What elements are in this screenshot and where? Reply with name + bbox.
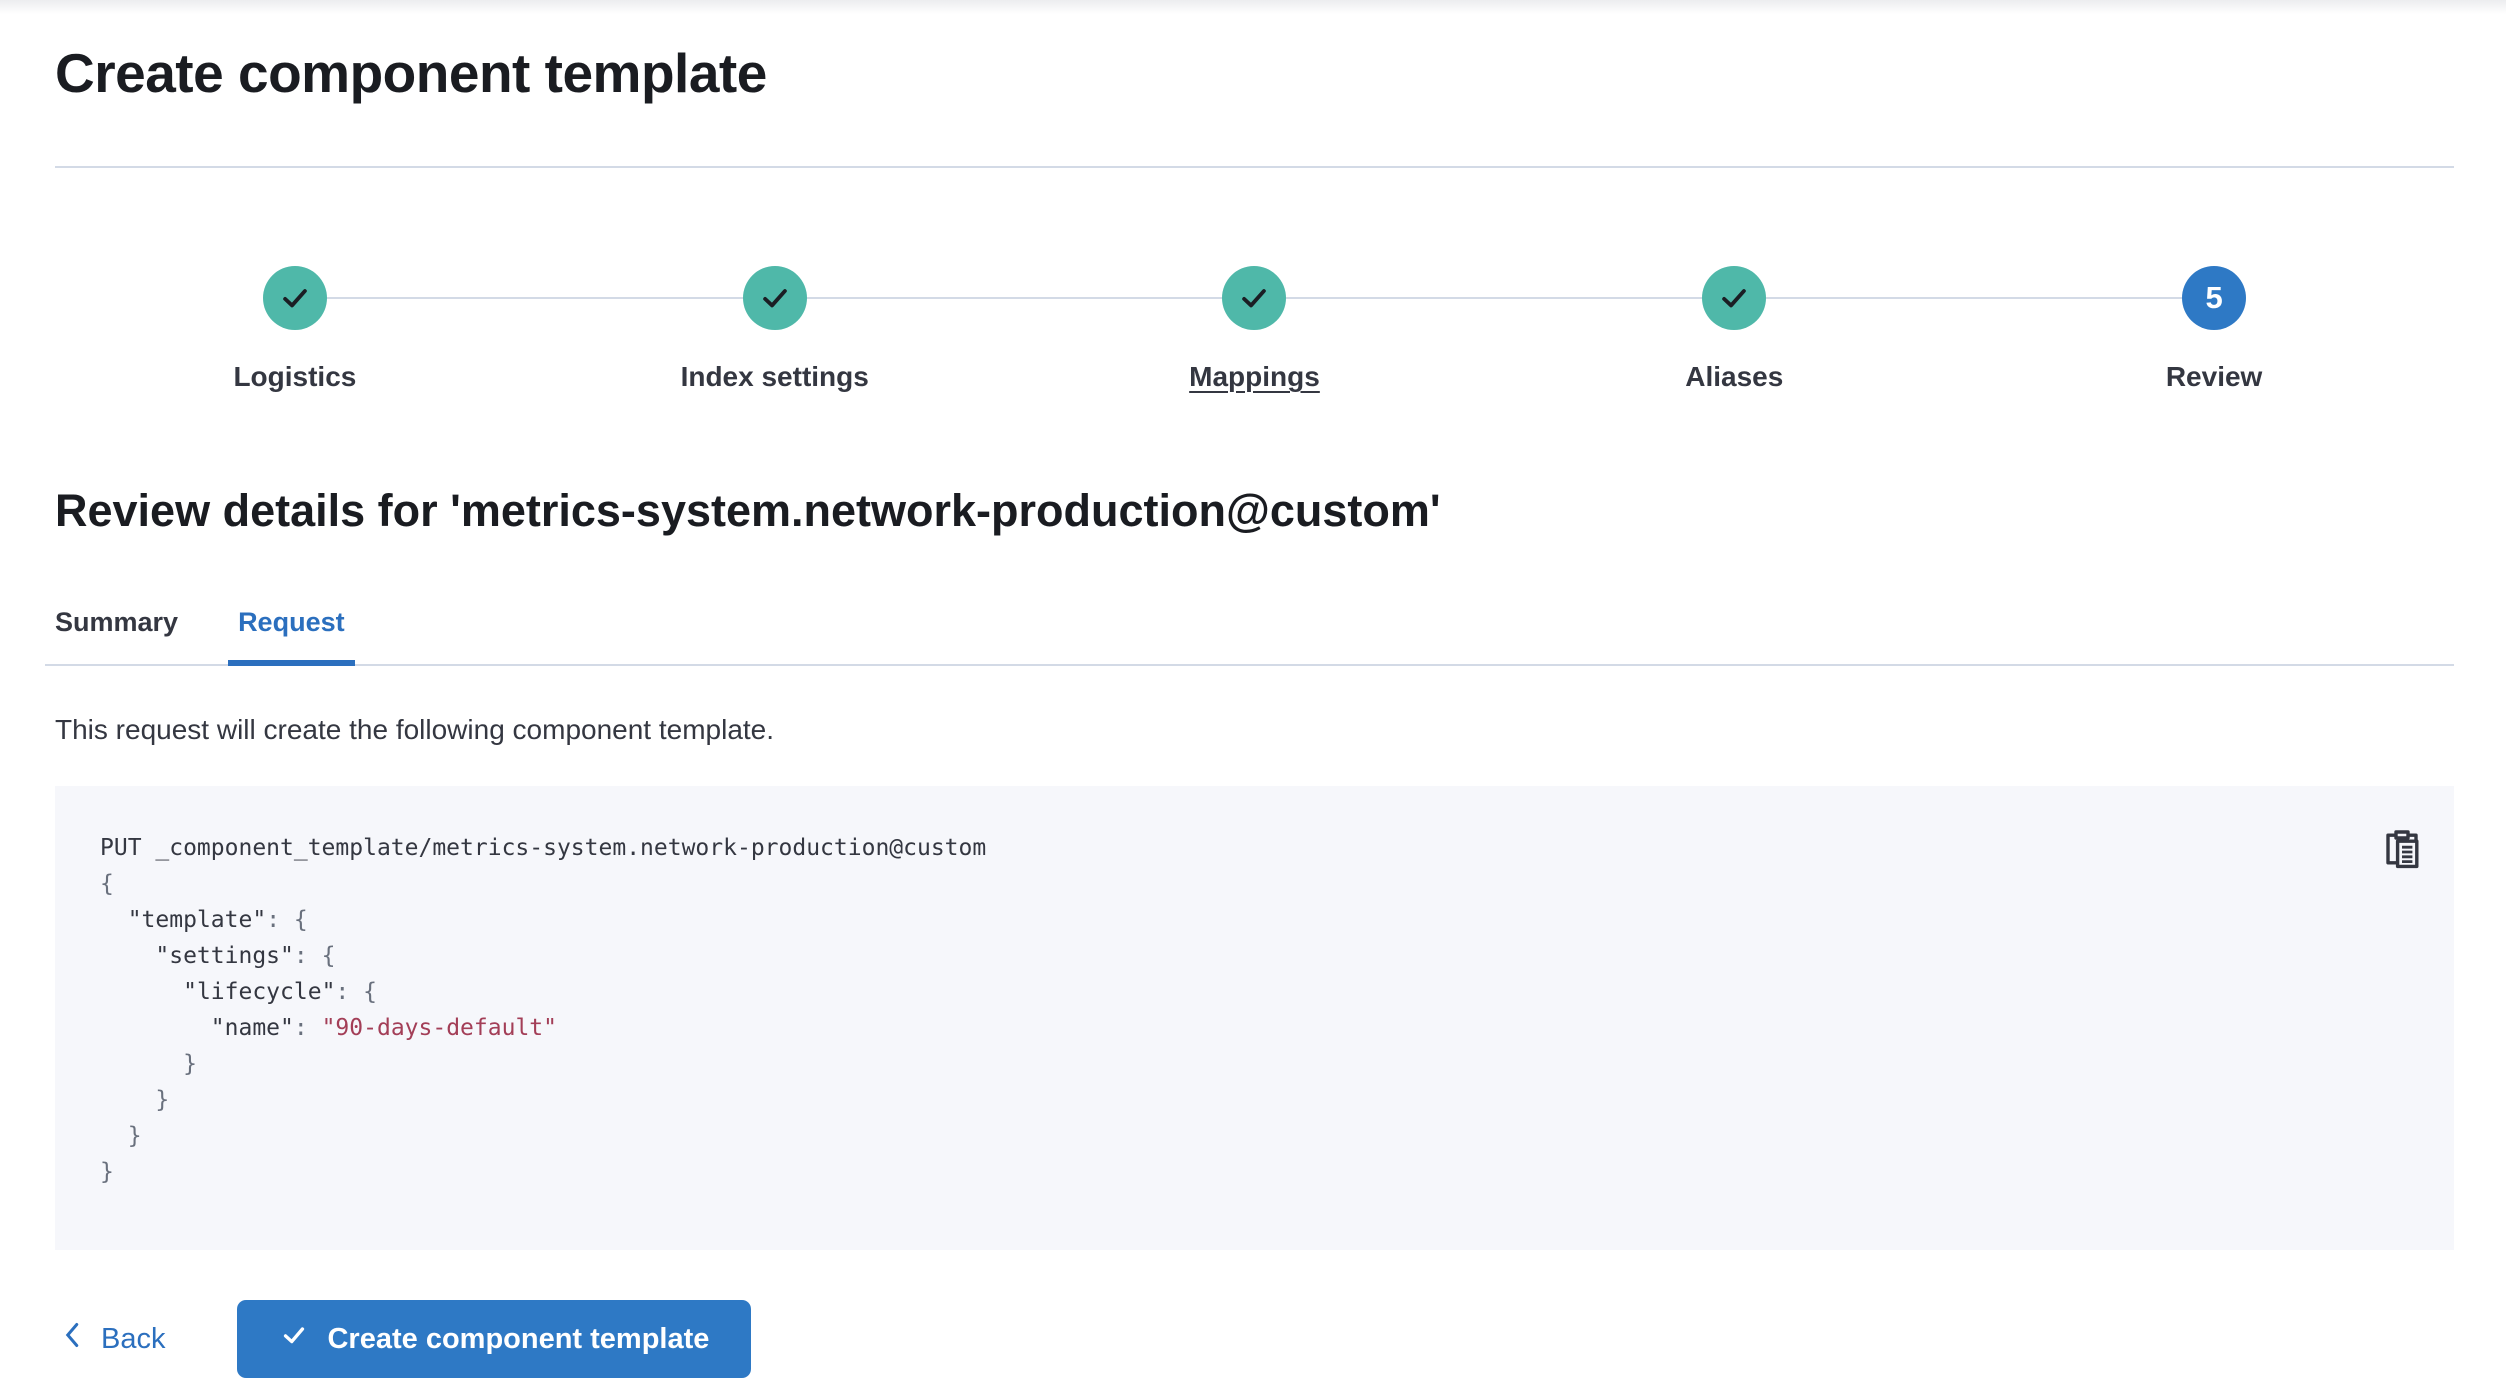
tab-summary[interactable]: Summary — [45, 607, 188, 664]
check-icon — [283, 289, 307, 308]
title-divider — [55, 166, 2454, 168]
review-heading: Review details for 'metrics-system.netwo… — [55, 485, 1441, 536]
stepper-step-review[interactable]: 5 Review — [1974, 266, 2454, 397]
create-component-template-label: Create component template — [327, 1322, 710, 1355]
check-icon — [279, 1320, 309, 1358]
step-label: Logistics — [233, 361, 357, 392]
step-label: Review — [2165, 361, 2263, 392]
request-code-block: PUT _component_template/metrics-system.n… — [55, 786, 2454, 1250]
step-status-icon: 5 — [2182, 266, 2247, 330]
check-icon — [1242, 289, 1267, 308]
step-status-icon — [1702, 266, 1767, 330]
stepper-steps: Logistics Index settings Mappings Aliase… — [55, 266, 2454, 397]
step-status-icon — [742, 266, 807, 330]
step-label: Mappings — [1189, 361, 1320, 392]
copy-clipboard-icon — [2384, 830, 2420, 873]
check-icon — [762, 289, 787, 308]
stepper-step-logistics[interactable]: Logistics — [55, 266, 535, 397]
tab-label: Request — [238, 607, 345, 637]
step-label: Aliases — [1685, 361, 1784, 392]
tab-label: Summary — [55, 607, 179, 637]
step-status-icon — [262, 266, 327, 330]
step-status-icon — [1222, 266, 1287, 330]
step-number: 5 — [2205, 280, 2223, 315]
step-label: Index settings — [680, 361, 869, 392]
create-component-template-button[interactable]: Create component template — [237, 1300, 752, 1378]
back-button[interactable]: Back — [55, 1320, 171, 1358]
stepper-step-index-settings[interactable]: Index settings — [535, 266, 1015, 397]
page-title: Create component template — [55, 42, 767, 104]
tabs: Summary Request — [45, 607, 2454, 666]
footer-actions: Back Create component template — [55, 1300, 2454, 1378]
request-code: PUT _component_template/metrics-system.n… — [100, 835, 987, 1185]
request-description: This request will create the following c… — [55, 714, 775, 745]
tab-request[interactable]: Request — [228, 607, 355, 666]
page-content: Create component template Logistics Inde… — [45, 36, 2454, 1378]
copy-button[interactable] — [2380, 826, 2424, 877]
stepper: Logistics Index settings Mappings Aliase… — [55, 266, 2454, 397]
stepper-step-mappings[interactable]: Mappings — [1015, 266, 1495, 397]
back-button-label: Back — [101, 1322, 166, 1355]
chevron-left-icon — [61, 1320, 85, 1358]
stepper-step-aliases[interactable]: Aliases — [1494, 266, 1974, 397]
check-icon — [1722, 289, 1747, 308]
